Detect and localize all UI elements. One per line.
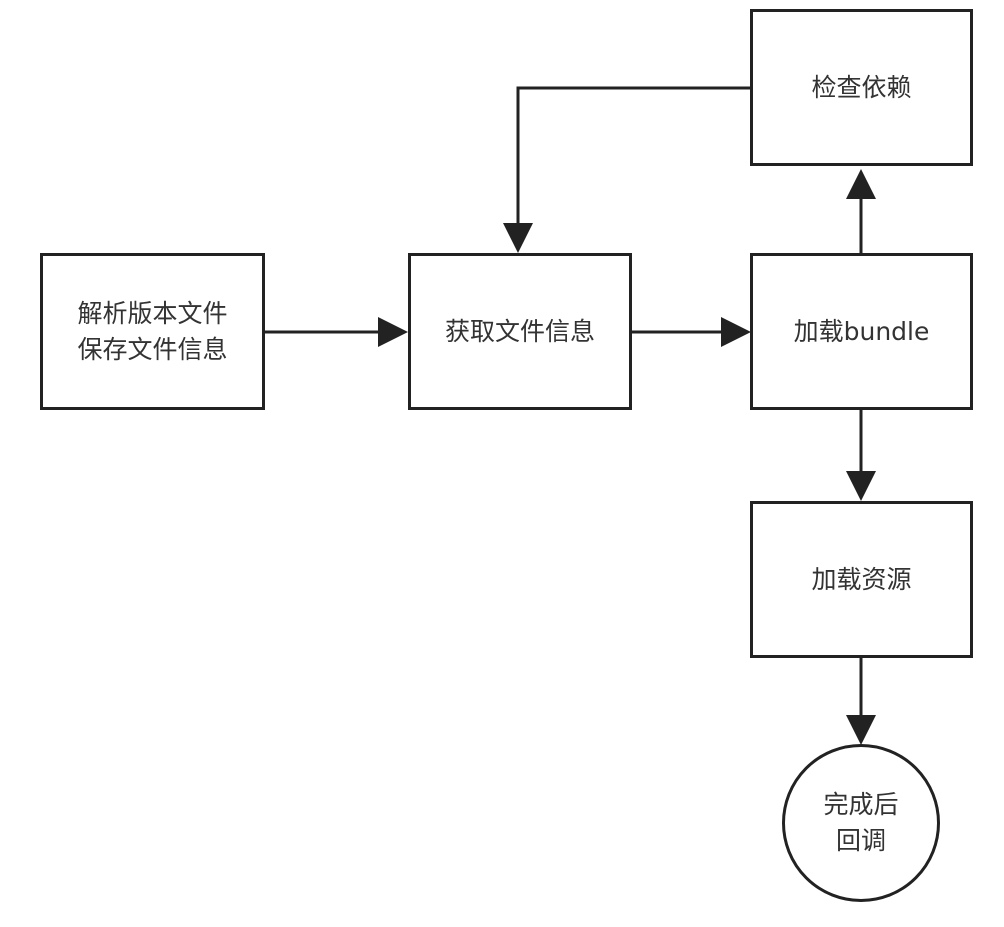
node-label: 加载bundle [793, 316, 930, 346]
node-get-file-info: 获取文件信息 [408, 253, 632, 410]
edge-checkdeps-to-getinfo [503, 86, 750, 253]
node-label: 加载资源 [811, 564, 912, 594]
node-parse-version-file: 解析版本文件 保存文件信息 [40, 253, 265, 410]
node-label: 获取文件信息 [444, 316, 595, 346]
node-done-callback: 完成后 回调 [782, 744, 940, 902]
node-check-dependencies: 检查依赖 [750, 9, 973, 166]
node-label: 完成后 回调 [823, 790, 899, 855]
node-label: 解析版本文件 保存文件信息 [77, 298, 228, 364]
node-load-bundle: 加载bundle [750, 253, 973, 410]
node-label: 检查依赖 [811, 72, 912, 102]
node-load-assets: 加载资源 [750, 501, 973, 658]
